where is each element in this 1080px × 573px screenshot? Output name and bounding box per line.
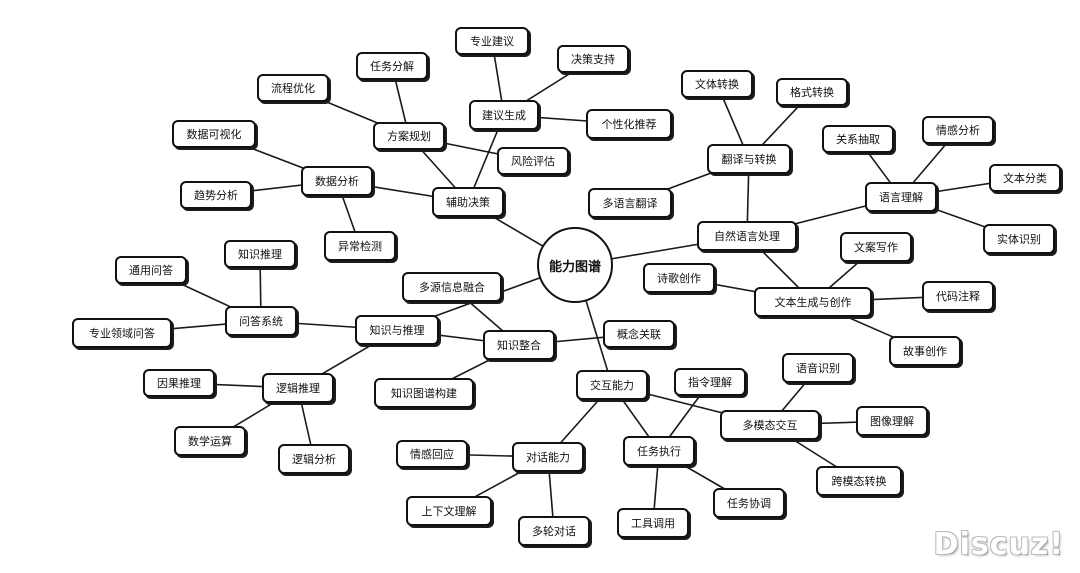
node-multi-turn[interactable]: 多轮对话 bbox=[518, 516, 590, 546]
node-trend[interactable]: 趋势分析 bbox=[180, 181, 252, 209]
node-story[interactable]: 故事创作 bbox=[889, 336, 961, 366]
node-qa[interactable]: 问答系统 bbox=[225, 306, 297, 336]
node-image[interactable]: 图像理解 bbox=[856, 406, 928, 436]
node-logic-analysis[interactable]: 逻辑分析 bbox=[278, 444, 350, 474]
node-pro-advice[interactable]: 专业建议 bbox=[455, 27, 529, 55]
node-tool-call[interactable]: 工具调用 bbox=[617, 508, 689, 538]
node-kg-build[interactable]: 知识图谱构建 bbox=[374, 378, 474, 408]
node-sentiment[interactable]: 情感分析 bbox=[922, 116, 994, 144]
node-copywrite[interactable]: 文案写作 bbox=[840, 232, 912, 262]
node-task-exec[interactable]: 任务执行 bbox=[623, 436, 695, 466]
node-understand[interactable]: 语言理解 bbox=[865, 182, 937, 212]
node-causal[interactable]: 因果推理 bbox=[143, 369, 215, 397]
node-speech[interactable]: 语音识别 bbox=[782, 353, 854, 383]
node-interact[interactable]: 交互能力 bbox=[576, 370, 648, 400]
node-knowledge[interactable]: 知识与推理 bbox=[355, 315, 439, 345]
node-task-coord[interactable]: 任务协调 bbox=[713, 488, 785, 518]
node-advice[interactable]: 建议生成 bbox=[469, 100, 539, 130]
node-anomaly[interactable]: 异常检测 bbox=[324, 231, 396, 261]
node-poetry[interactable]: 诗歌创作 bbox=[643, 263, 715, 293]
node-concept[interactable]: 概念关联 bbox=[603, 320, 675, 348]
node-dialog[interactable]: 对话能力 bbox=[512, 442, 584, 472]
node-classify[interactable]: 文本分类 bbox=[989, 164, 1061, 192]
node-text-conv[interactable]: 文体转换 bbox=[681, 70, 753, 98]
node-assist[interactable]: 辅助决策 bbox=[432, 187, 504, 217]
node-instruction[interactable]: 指令理解 bbox=[674, 368, 746, 396]
node-task-decomp[interactable]: 任务分解 bbox=[356, 52, 428, 80]
node-decision-support[interactable]: 决策支持 bbox=[557, 45, 629, 73]
node-process-opt[interactable]: 流程优化 bbox=[257, 74, 329, 102]
watermark-logo: Discuz! bbox=[933, 527, 1064, 562]
node-fusion[interactable]: 多源信息融合 bbox=[402, 272, 502, 302]
node-integrate[interactable]: 知识整合 bbox=[483, 330, 555, 360]
node-personal-rec[interactable]: 个性化推荐 bbox=[586, 109, 672, 139]
node-visual[interactable]: 数据可视化 bbox=[172, 120, 256, 148]
node-context[interactable]: 上下文理解 bbox=[406, 496, 492, 526]
node-translate[interactable]: 翻译与转换 bbox=[707, 144, 791, 174]
node-math[interactable]: 数学运算 bbox=[174, 426, 246, 456]
node-cross-modal[interactable]: 跨模态转换 bbox=[816, 466, 902, 496]
node-domain-qa[interactable]: 专业领域问答 bbox=[72, 318, 172, 348]
root-node[interactable]: 能力图谱 bbox=[537, 227, 613, 303]
node-general-qa[interactable]: 通用问答 bbox=[115, 256, 187, 284]
node-analysis[interactable]: 数据分析 bbox=[301, 166, 373, 196]
node-multimodal[interactable]: 多模态交互 bbox=[720, 410, 820, 440]
node-risk[interactable]: 风险评估 bbox=[497, 147, 569, 175]
node-k-reason[interactable]: 知识推理 bbox=[224, 240, 296, 268]
node-code-comment[interactable]: 代码注释 bbox=[922, 281, 994, 311]
node-generate[interactable]: 文本生成与创作 bbox=[754, 287, 872, 317]
node-format-conv[interactable]: 格式转换 bbox=[776, 78, 848, 106]
node-nlp[interactable]: 自然语言处理 bbox=[697, 221, 797, 251]
node-multi-lang[interactable]: 多语言翻译 bbox=[588, 188, 672, 218]
node-logic[interactable]: 逻辑推理 bbox=[262, 373, 334, 403]
node-relation[interactable]: 关系抽取 bbox=[822, 125, 894, 153]
node-plan[interactable]: 方案规划 bbox=[373, 122, 445, 150]
node-entity[interactable]: 实体识别 bbox=[983, 224, 1055, 254]
node-emotion-resp[interactable]: 情感回应 bbox=[396, 440, 468, 468]
